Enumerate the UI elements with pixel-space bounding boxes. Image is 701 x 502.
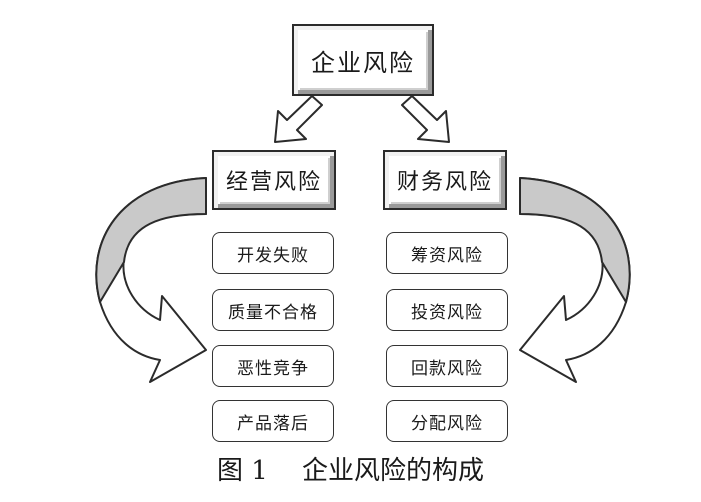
leaf-operating-2: 质量不合格 bbox=[212, 289, 334, 331]
leaf-operating-3: 恶性竞争 bbox=[212, 345, 334, 387]
figure-number: 图 1 bbox=[216, 456, 268, 486]
category-financial-risk: 财务风险 bbox=[383, 150, 507, 210]
leaf-financial-4: 分配风险 bbox=[386, 400, 508, 442]
leaf-operating-4: 产品落后 bbox=[212, 400, 334, 442]
leaf-operating-1: 开发失败 bbox=[212, 232, 334, 274]
arrow-root-to-financial bbox=[401, 95, 450, 143]
right-curved-arrow bbox=[519, 177, 631, 383]
arrow-root-to-operating bbox=[274, 95, 323, 143]
category-operating-risk: 经营风险 bbox=[212, 150, 336, 210]
left-curved-arrow bbox=[95, 177, 207, 383]
figure-title: 企业风险的构成 bbox=[302, 456, 485, 486]
root-node: 企业风险 bbox=[292, 24, 434, 96]
figure-caption: 图 1 企业风险的构成 bbox=[0, 450, 701, 487]
leaf-financial-2: 投资风险 bbox=[386, 289, 508, 331]
leaf-financial-3: 回款风险 bbox=[386, 345, 508, 387]
leaf-financial-1: 筹资风险 bbox=[386, 232, 508, 274]
